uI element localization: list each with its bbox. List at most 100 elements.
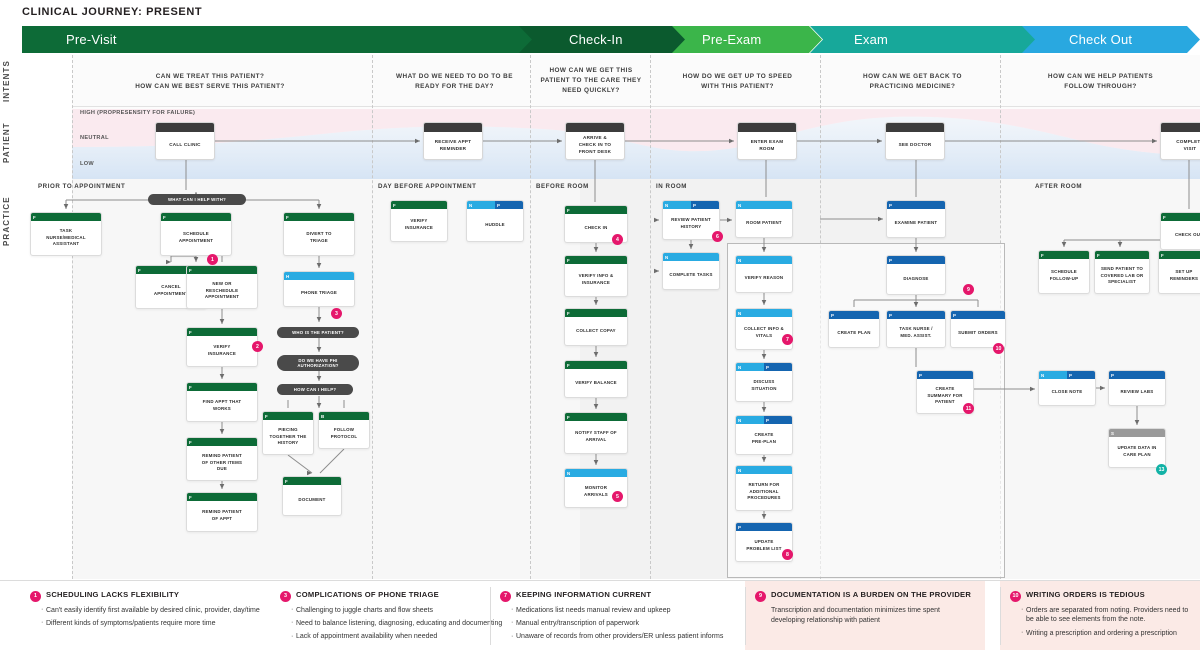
phase-exam[interactable]: Exam (812, 26, 962, 53)
phase-check-in[interactable]: Check-In (527, 26, 677, 53)
pain-point-badge-5[interactable]: 5 (612, 491, 623, 502)
role-tag-n: N (663, 201, 691, 209)
role-tag-p: P (1109, 371, 1165, 379)
flow-node-role-bar: P (887, 311, 945, 319)
flow-node-role-bar: P (887, 201, 945, 209)
legend-item-1[interactable]: 1 SCHEDULING LACKS FLEXIBILITY Can't eas… (20, 581, 270, 650)
patient-step-label: SEE DOCTOR (898, 142, 932, 148)
pain-point-badge-13[interactable]: 13 (1156, 464, 1167, 475)
pain-point-badge-10[interactable]: 10 (993, 343, 1004, 354)
pain-point-badge-11[interactable]: 11 (963, 403, 974, 414)
patient-emotion-curve (72, 109, 1200, 179)
role-tag-p: P (764, 363, 792, 371)
phase-pre-exam[interactable]: Pre-Exam (660, 26, 810, 53)
patient-step-complete-visit[interactable]: COMPLETEVISIT (1160, 122, 1200, 160)
flow-node-label: CLOSE NOTE (1051, 388, 1083, 394)
legend-divider (490, 587, 491, 645)
patient-step-call-clinic[interactable]: CALL CLINIC (155, 122, 215, 160)
decision-pill-1[interactable]: WHO IS THE PATIENT? (277, 327, 359, 338)
pain-point-badge-3[interactable]: 3 (331, 308, 342, 319)
phase-banner: Pre-Visit Check-In Pre-Exam Exam Check O… (22, 26, 1200, 53)
decision-pill-0[interactable]: WHAT CAN I HELP WITH? (148, 194, 246, 205)
pain-point-badge-7[interactable]: 7 (782, 334, 793, 345)
role-tag-p: P (917, 371, 973, 379)
patient-step-see-doctor[interactable]: SEE DOCTOR (885, 122, 945, 160)
pain-point-badge-1[interactable]: 1 (207, 254, 218, 265)
legend-item-9[interactable]: 9 DOCUMENTATION IS A BURDEN ON THE PROVI… (745, 581, 985, 650)
role-tag-b: B (319, 412, 369, 420)
flow-node-label: COLLECT COPAY (576, 327, 616, 333)
role-tag-n: N (736, 256, 792, 264)
legend-badge: 9 (755, 590, 766, 602)
legend-bullet: Orders are separated from noting. Provid… (1021, 605, 1190, 626)
decision-pill-3[interactable]: HOW CAN I HELP? (277, 384, 353, 395)
flow-node-role-bar: F (187, 493, 257, 501)
legend-item-7[interactable]: 7 KEEPING INFORMATION CURRENT Medication… (490, 581, 740, 650)
phase-pre-visit[interactable]: Pre-Visit (22, 26, 284, 53)
role-tag-n: N (736, 466, 792, 474)
pain-points-legend: 1 SCHEDULING LACKS FLEXIBILITY Can't eas… (0, 580, 1200, 650)
flow-node-role-bar: F (565, 206, 627, 214)
role-tag-f: F (1159, 251, 1200, 259)
role-tag-f: F (1039, 251, 1089, 259)
phase-check-out[interactable]: Check Out (1027, 26, 1200, 53)
pain-point-badge-8[interactable]: 8 (782, 549, 793, 560)
pain-point-badge-4[interactable]: 4 (612, 234, 623, 245)
role-tag-f: F (187, 438, 257, 446)
pain-point-badge-6[interactable]: 6 (712, 231, 723, 242)
pain-point-badge-2[interactable]: 2 (252, 341, 263, 352)
legend-item-10[interactable]: 10 WRITING ORDERS IS TEDIOUS Orders are … (1000, 581, 1200, 650)
role-tag-f: F (161, 213, 231, 221)
pain-point-badge-9[interactable]: 9 (963, 284, 974, 295)
role-tag-n: N (736, 363, 764, 371)
legend-title: DOCUMENTATION IS A BURDEN ON THE PROVIDE… (771, 590, 972, 599)
legend-item-3[interactable]: 3 COMPLICATIONS OF PHONE TRIAGE Challeng… (270, 581, 520, 650)
